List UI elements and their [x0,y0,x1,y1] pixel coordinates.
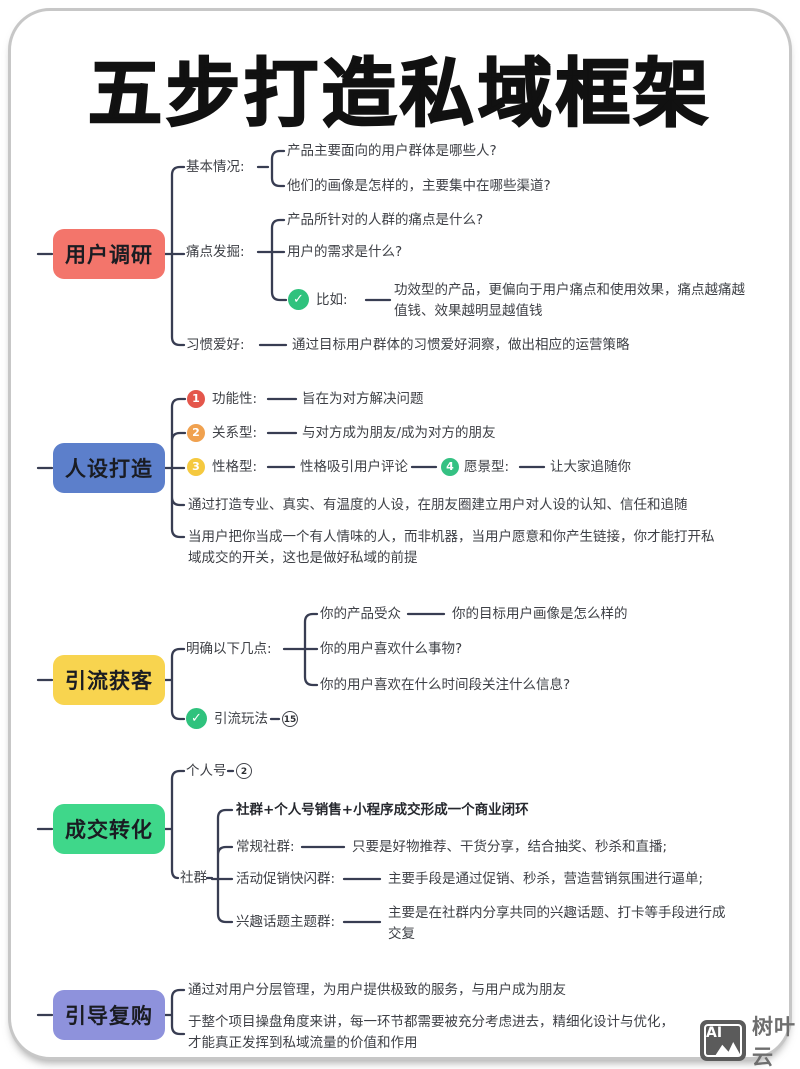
text-regular-group: 只要是好物推荐、干货分享，结合抽奖、秒杀和直播; [352,839,668,855]
collapsed-count-badge[interactable]: 15 [282,711,298,727]
text-audience: 你的产品受众 [320,606,401,622]
branch-node-persona[interactable]: 人设打造 [53,443,165,493]
text-persona-line1: 通过打造专业、真实、有温度的人设，在朋友圈建立用户对人设的认知、信任和追随 [188,497,688,513]
text-vision: 让大家追随你 [550,459,631,475]
text-basic-q1: 产品主要面向的用户群体是哪些人? [287,143,497,159]
branch-node-user-research[interactable]: 用户调研 [53,229,165,279]
text-audience-portrait: 你的目标用户画像是怎么样的 [452,606,628,622]
text-personality: 性格吸引用户评论 [300,459,408,475]
branch-node-conversion[interactable]: 成交转化 [53,804,165,854]
watermark-frame [704,1024,742,1057]
branch-node-traffic[interactable]: 引流获客 [53,655,165,705]
label-personal-account: 个人号 [186,763,227,779]
text-persona-line2: 当用户把你当成一个有人情味的人，而非机器，当用户愿意和你产生链接，你才能打开私域… [188,529,715,566]
text-repurchase-line2: 于整个项目操盘角度来讲，每一环节都需要被充分考虑进去，精细化设计与优化，才能真正… [188,1014,674,1051]
text-functional: 旨在为对方解决问题 [302,391,424,407]
text-basic-q2: 他们的画像是怎样的，主要集中在哪些渠道? [287,178,551,194]
collapsed-count-badge[interactable]: 2 [236,763,252,779]
text-example: 功效型的产品，更偏向于用户痛点和使用效果，痛点越痛越值钱、效果越明显越值钱 [394,282,745,319]
label-topic-group: 兴趣话题主题群: [236,914,336,930]
label-functional: 功能性: [212,391,258,407]
number-1-icon: 1 [187,390,205,408]
text-user-time: 你的用户喜欢在什么时间段关注什么信息? [320,677,571,693]
label-basic-info: 基本情况: [186,159,245,175]
text-user-likes: 你的用户喜欢什么事物? [320,641,463,657]
label-personality: 性格型: [212,459,258,475]
label-relational: 关系型: [212,425,258,441]
watermark-brand: 树叶云 [752,1015,796,1069]
text-flash-group: 主要手段是通过促销、秒杀，营造营销氛围进行逼单; [388,871,704,887]
label-flash-group: 活动促销快闪群: [236,871,336,887]
label-community: 社群 [180,870,207,886]
text-relational: 与对方成为朋友/成为对方的朋友 [302,425,496,441]
page-title: 五步打造私域框架 [87,50,712,138]
label-vision: 愿景型: [464,459,510,475]
number-3-icon: 3 [187,458,205,476]
text-repurchase-line1: 通过对用户分层管理，为用户提供极致的服务，与用户成为朋友 [188,982,566,998]
check-icon: ✓ [288,289,309,310]
watermark-logo-icon: AI [700,1020,746,1061]
label-pain-point: 痛点发掘: [186,244,245,260]
text-closed-loop: 社群+个人号销售+小程序成交形成一个商业闭环 [236,802,529,818]
text-pain-q2: 用户的需求是什么? [287,244,403,260]
text-topic-group: 主要是在社群内分享共同的兴趣话题、打卡等手段进行成交复 [388,905,726,942]
label-clarify: 明确以下几点: [186,641,272,657]
label-traffic-play: 引流玩法 [214,711,268,727]
label-example: 比如: [316,292,348,308]
number-2-icon: 2 [187,424,205,442]
text-habit: 通过目标用户群体的习惯爱好洞察，做出相应的运营策略 [292,337,630,353]
label-habit: 习惯爱好: [186,337,245,353]
branch-node-repurchase[interactable]: 引导复购 [53,990,165,1040]
watermark-ai-text: AI [706,1025,723,1041]
number-4-icon: 4 [441,458,459,476]
label-regular-group: 常规社群: [236,839,295,855]
check-icon: ✓ [186,708,207,729]
text-pain-q1: 产品所针对的人群的痛点是什么? [287,212,484,228]
